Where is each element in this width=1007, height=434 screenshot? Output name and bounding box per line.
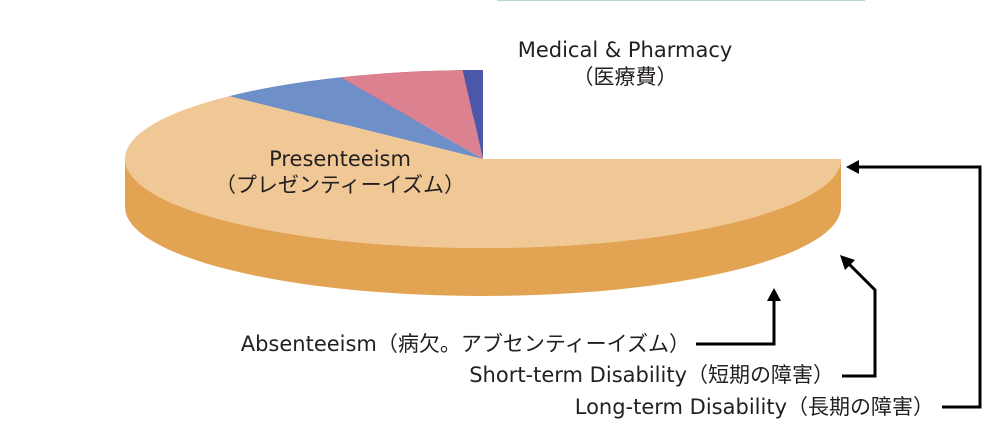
callout-long-term bbox=[858, 165, 982, 409]
callout-absenteeism bbox=[696, 300, 776, 346]
slice-top-long-term-disability bbox=[462, 70, 483, 159]
slice-tops bbox=[124, 0, 865, 249]
slice-side-medical-pharmacy bbox=[497, 0, 865, 1]
label-short-term: Short-term Disability（短期の障害） bbox=[469, 363, 834, 387]
label-absenteeism: Absenteeism（病欠。アブセンティーイズム） bbox=[241, 332, 690, 356]
callout-short-term bbox=[842, 262, 877, 378]
label-long-term: Long-term Disability（長期の障害） bbox=[575, 395, 934, 419]
label-medical: Medical & Pharmacy bbox=[518, 38, 733, 62]
slice-side-presenteeism bbox=[125, 159, 841, 296]
slice-top-presenteeism bbox=[124, 96, 841, 249]
callout-long-term-arrow bbox=[846, 160, 859, 174]
callout-short-term-arrow bbox=[840, 255, 855, 270]
label-presenteeism: Presenteeism bbox=[269, 147, 411, 171]
callout-absenteeism-arrow bbox=[767, 288, 781, 301]
slice-top-absenteeism bbox=[229, 77, 483, 159]
slice-top-medical-pharmacy bbox=[497, 0, 865, 20]
label-medical-ja: （医療費） bbox=[573, 65, 678, 89]
slice-top-short-term-disability bbox=[340, 70, 483, 159]
label-presenteeism-ja: （プレゼンティーイズム） bbox=[215, 173, 465, 197]
